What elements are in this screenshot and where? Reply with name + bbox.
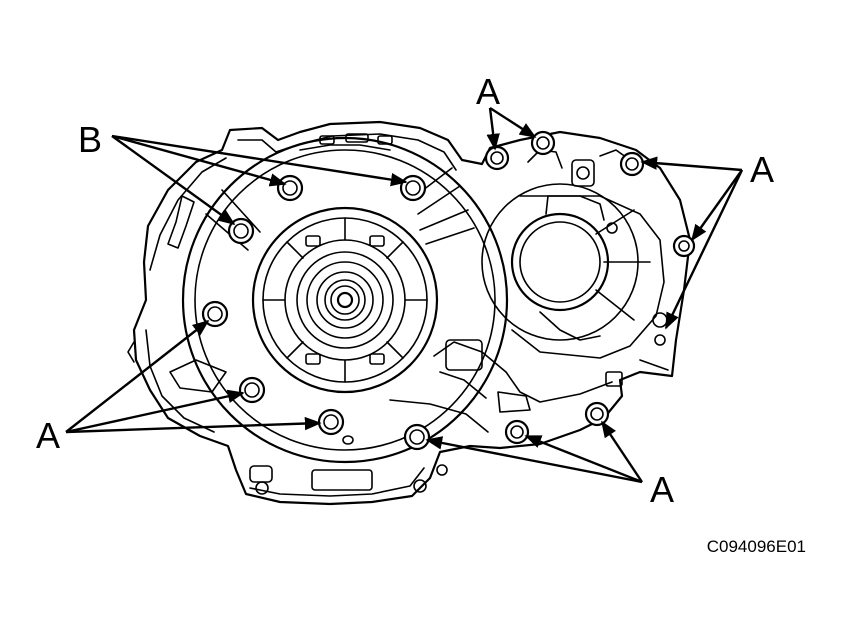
bolt-a-10 — [584, 401, 610, 427]
bolts — [201, 130, 696, 451]
bolt-a-9 — [504, 419, 530, 445]
bolt-a-7 — [317, 408, 345, 436]
callout-a-right: A — [750, 149, 774, 190]
bolt-b-3 — [227, 217, 255, 245]
bolt-a-1 — [484, 145, 510, 171]
figure-code: C094096E01 — [707, 537, 806, 556]
callout-a-top: A — [476, 71, 500, 112]
differential-bearing — [251, 206, 439, 394]
bell-housing-left — [181, 133, 509, 464]
bolt-a-3 — [619, 151, 645, 177]
callout-a-left: A — [36, 415, 60, 456]
leader-lines — [65, 106, 744, 484]
input-shaft-housing — [481, 149, 669, 371]
bolt-a-2 — [530, 130, 556, 156]
bolt-a-8 — [403, 423, 431, 451]
callout-a-bottom: A — [650, 469, 674, 510]
bolt-a-4 — [672, 234, 696, 258]
bolt-a-6 — [238, 376, 266, 404]
lower-linkage — [169, 339, 623, 445]
callout-b: B — [78, 119, 102, 160]
bolt-b-1 — [276, 174, 304, 202]
bolt-b-2 — [399, 174, 427, 202]
